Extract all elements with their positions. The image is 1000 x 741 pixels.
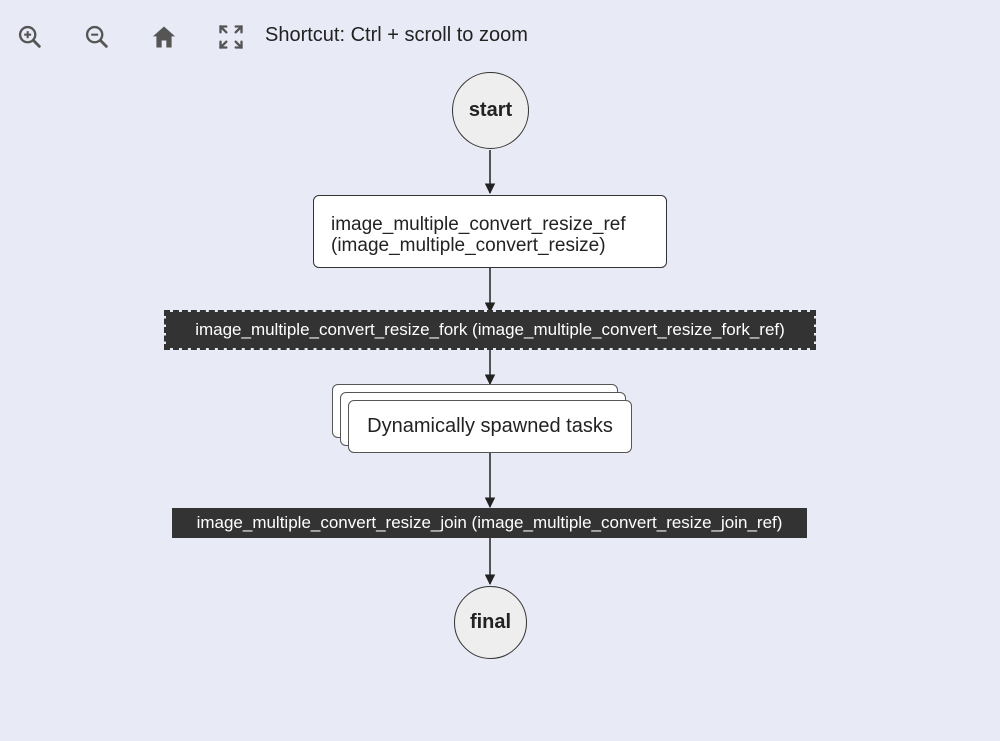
home-icon bbox=[152, 26, 176, 48]
zoom-out-icon bbox=[85, 25, 108, 48]
task-ref-label: image_multiple_convert_resize_ref bbox=[331, 214, 626, 235]
task-node-image-multiple-convert-resize[interactable]: image_multiple_convert_resize_ref (image… bbox=[313, 195, 667, 268]
zoom-shortcut-hint: Shortcut: Ctrl + scroll to zoom bbox=[265, 24, 528, 46]
home-button[interactable] bbox=[144, 17, 184, 57]
fork-node-label: image_multiple_convert_resize_fork (imag… bbox=[195, 320, 785, 339]
fullscreen-icon bbox=[219, 25, 243, 49]
zoom-in-icon bbox=[18, 25, 41, 48]
dynamic-tasks-label: Dynamically spawned tasks bbox=[367, 415, 613, 437]
fork-node[interactable]: image_multiple_convert_resize_fork (imag… bbox=[164, 310, 816, 350]
task-name-label: (image_multiple_convert_resize) bbox=[331, 235, 606, 256]
join-node-label: image_multiple_convert_resize_join (imag… bbox=[196, 513, 783, 532]
zoom-in-button[interactable] bbox=[10, 17, 50, 57]
zoom-out-button[interactable] bbox=[77, 17, 117, 57]
join-node[interactable]: image_multiple_convert_resize_join (imag… bbox=[172, 508, 807, 538]
dynamic-tasks-node[interactable]: Dynamically spawned tasks bbox=[332, 384, 634, 454]
start-node-label: start bbox=[468, 99, 513, 121]
diagram-toolbar: Shortcut: Ctrl + scroll to zoom bbox=[0, 0, 1000, 72]
fit-to-screen-button[interactable] bbox=[211, 17, 251, 57]
final-node-label: final bbox=[469, 611, 512, 633]
start-node[interactable]: start bbox=[452, 72, 529, 149]
dynamic-stack-card-front: Dynamically spawned tasks bbox=[348, 400, 632, 453]
final-node[interactable]: final bbox=[454, 586, 527, 659]
